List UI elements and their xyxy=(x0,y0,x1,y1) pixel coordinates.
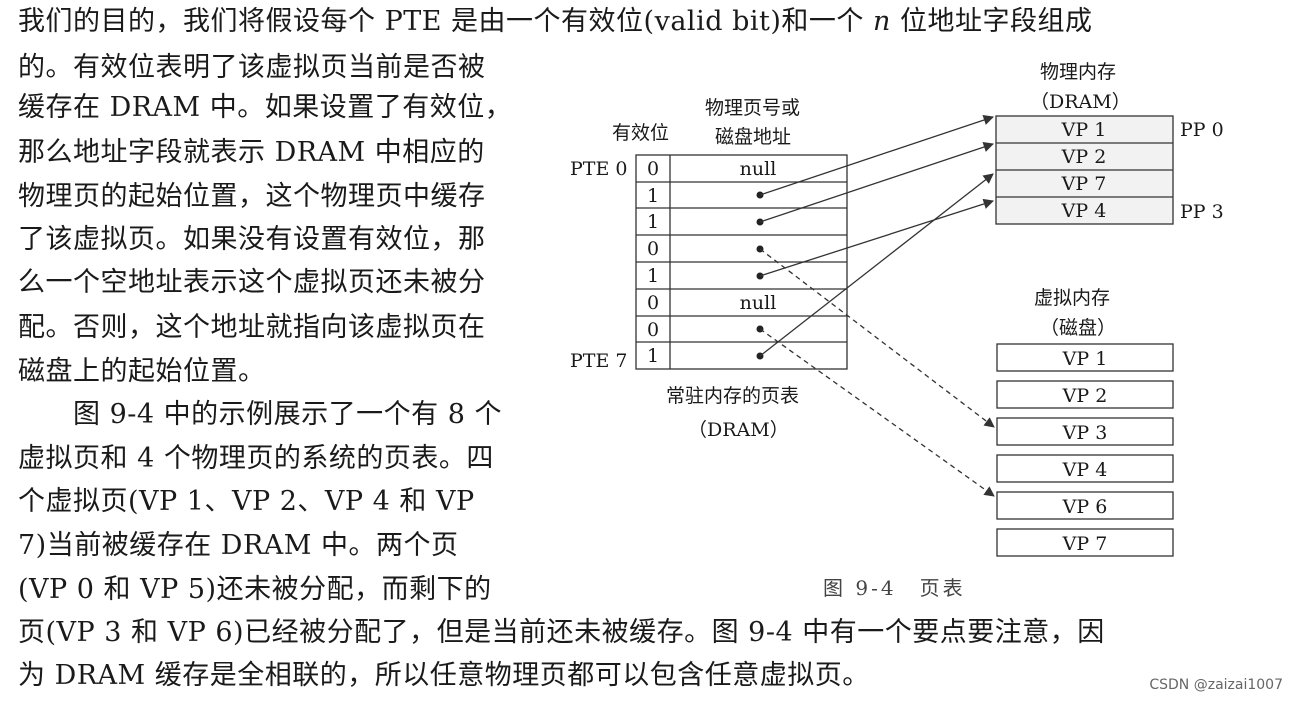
pte-valid-bit: 0 xyxy=(647,319,659,341)
pte-valid-bit: 0 xyxy=(647,238,659,260)
pp-3-label: PP 3 xyxy=(1180,201,1224,223)
address-header-line1: 物理页号或 xyxy=(705,97,800,119)
pte-valid-bit: 0 xyxy=(647,292,659,314)
pp-0-label: PP 0 xyxy=(1180,119,1224,141)
pte-valid-bit: 1 xyxy=(647,185,659,207)
disk-page: VP 4 xyxy=(1062,459,1108,481)
physical-page: VP 7 xyxy=(1061,173,1107,195)
page-table-rows: 0 null 1 1 0 1 0 null 0 1 xyxy=(647,158,776,367)
disk-page: VP 7 xyxy=(1062,533,1108,555)
pte-address: null xyxy=(740,292,777,314)
address-header-line2: 磁盘地址 xyxy=(715,126,791,148)
disk-page: VP 2 xyxy=(1062,385,1108,407)
paragraph-line: 磁盘上的起始位置。 xyxy=(18,356,266,387)
physical-memory-title-line1: 物理内存 xyxy=(1040,61,1116,83)
paragraph-line: 那么地址字段就表示 DRAM 中相应的 xyxy=(18,137,485,168)
pte-valid-bit: 1 xyxy=(647,345,659,367)
page-table xyxy=(635,154,848,370)
paragraph-line: 物理页的起始位置，这个物理页中缓存 xyxy=(18,181,486,212)
paragraph-line: 的。有效位表明了该虚拟页当前是否被 xyxy=(18,52,486,83)
pte-7-label: PTE 7 xyxy=(570,350,627,372)
variable-n: n xyxy=(872,6,891,37)
valid-bit-header: 有效位 xyxy=(612,122,669,144)
paragraph-line: 虚拟页和 4 个物理页的系统的页表。四 xyxy=(18,443,494,474)
paragraph-line: 么一个空地址表示这个虚拟页还未被分 xyxy=(18,267,486,298)
physical-page: VP 1 xyxy=(1061,119,1107,141)
dram-pointer-arrows xyxy=(759,115,994,357)
physical-memory-title-line2: （DRAM） xyxy=(1030,91,1131,113)
paragraph-line: 我们的目的，我们将假设每个 PTE 是由一个有效位(valid bit)和一个 … xyxy=(18,6,1093,37)
paragraph-line: 个虚拟页(VP 1、VP 2、VP 4 和 VP xyxy=(18,486,475,517)
pte-0-label: PTE 0 xyxy=(570,158,627,180)
paragraph-line: (VP 0 和 VP 5)还未被分配，而剩下的 xyxy=(18,574,492,605)
disk-pointer-arrows xyxy=(759,248,995,497)
figure-caption: 图 9-4 页表 xyxy=(823,576,966,600)
disk-page: VP 1 xyxy=(1062,348,1108,370)
pte-valid-bit: 0 xyxy=(647,158,659,180)
pte-valid-bit: 1 xyxy=(647,265,659,287)
page-table-label-line2: （DRAM） xyxy=(688,419,789,441)
watermark: CSDN @zaizai1007 xyxy=(1149,677,1283,693)
disk-page: VP 6 xyxy=(1062,496,1108,518)
paragraph-line: 页(VP 3 和 VP 6)已经被分配了，但是当前还未被缓存。图 9-4 中有一… xyxy=(18,617,1105,648)
physical-page: VP 2 xyxy=(1061,146,1107,168)
paragraph-line: 配。否则，这个地址就指向该虚拟页在 xyxy=(18,312,486,343)
paragraph-line: 为 DRAM 缓存是全相联的，所以任意物理页都可以包含任意虚拟页。 xyxy=(18,660,870,691)
pte-valid-bit: 1 xyxy=(647,211,659,233)
virtual-memory-title-line2: （磁盘） xyxy=(1040,317,1116,339)
pte-address: null xyxy=(740,158,777,180)
disk-page: VP 3 xyxy=(1062,422,1108,444)
paragraph-line: 7)当前被缓存在 DRAM 中。两个页 xyxy=(18,530,459,561)
virtual-memory-title-line1: 虚拟内存 xyxy=(1034,287,1110,309)
paragraph-line: 了该虚拟页。如果没有设置有效位，那 xyxy=(18,224,486,255)
paragraph-line: 缓存在 DRAM 中。如果设置了有效位， xyxy=(18,92,513,123)
paragraph-line: 图 9-4 中的示例展示了一个有 8 个 xyxy=(18,399,502,430)
page-table-label-line1: 常驻内存的页表 xyxy=(666,385,799,407)
physical-page: VP 4 xyxy=(1061,200,1107,222)
virtual-memory-blocks xyxy=(996,343,1174,557)
